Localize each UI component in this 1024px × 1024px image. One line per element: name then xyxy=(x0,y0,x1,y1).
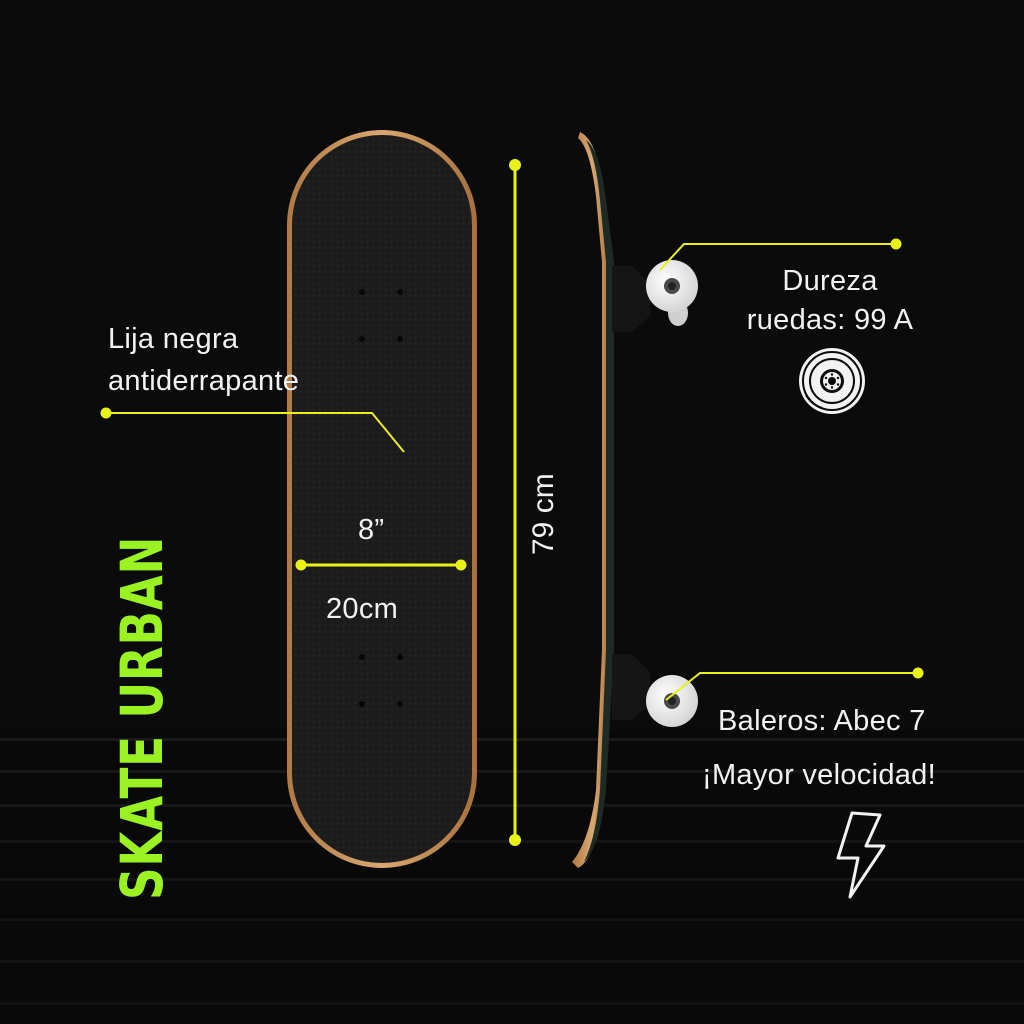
deck-length-label: 79 cm xyxy=(527,473,560,555)
deck-side-view xyxy=(572,132,698,868)
wheel-hardness-line1: Dureza xyxy=(782,265,878,297)
griptape-label-line2: antiderrapante xyxy=(108,365,300,397)
griptape-label-line1: Lija negra xyxy=(108,323,239,355)
wheel-icon xyxy=(799,348,865,414)
deck-width-cm: 20cm xyxy=(326,593,399,625)
callout-lines xyxy=(106,165,918,840)
lightning-bolt-icon xyxy=(836,811,886,899)
speed-label: ¡Mayor velocidad! xyxy=(702,759,936,791)
bearings-label: Baleros: Abec 7 xyxy=(718,705,926,737)
deck-width-inches: 8” xyxy=(358,514,385,546)
deck-top-view xyxy=(287,130,477,868)
callout-dots xyxy=(100,159,924,846)
wheel-hardness-line2: ruedas: 99 A xyxy=(746,304,914,336)
brand-title: SKATE URBAN xyxy=(108,535,176,900)
